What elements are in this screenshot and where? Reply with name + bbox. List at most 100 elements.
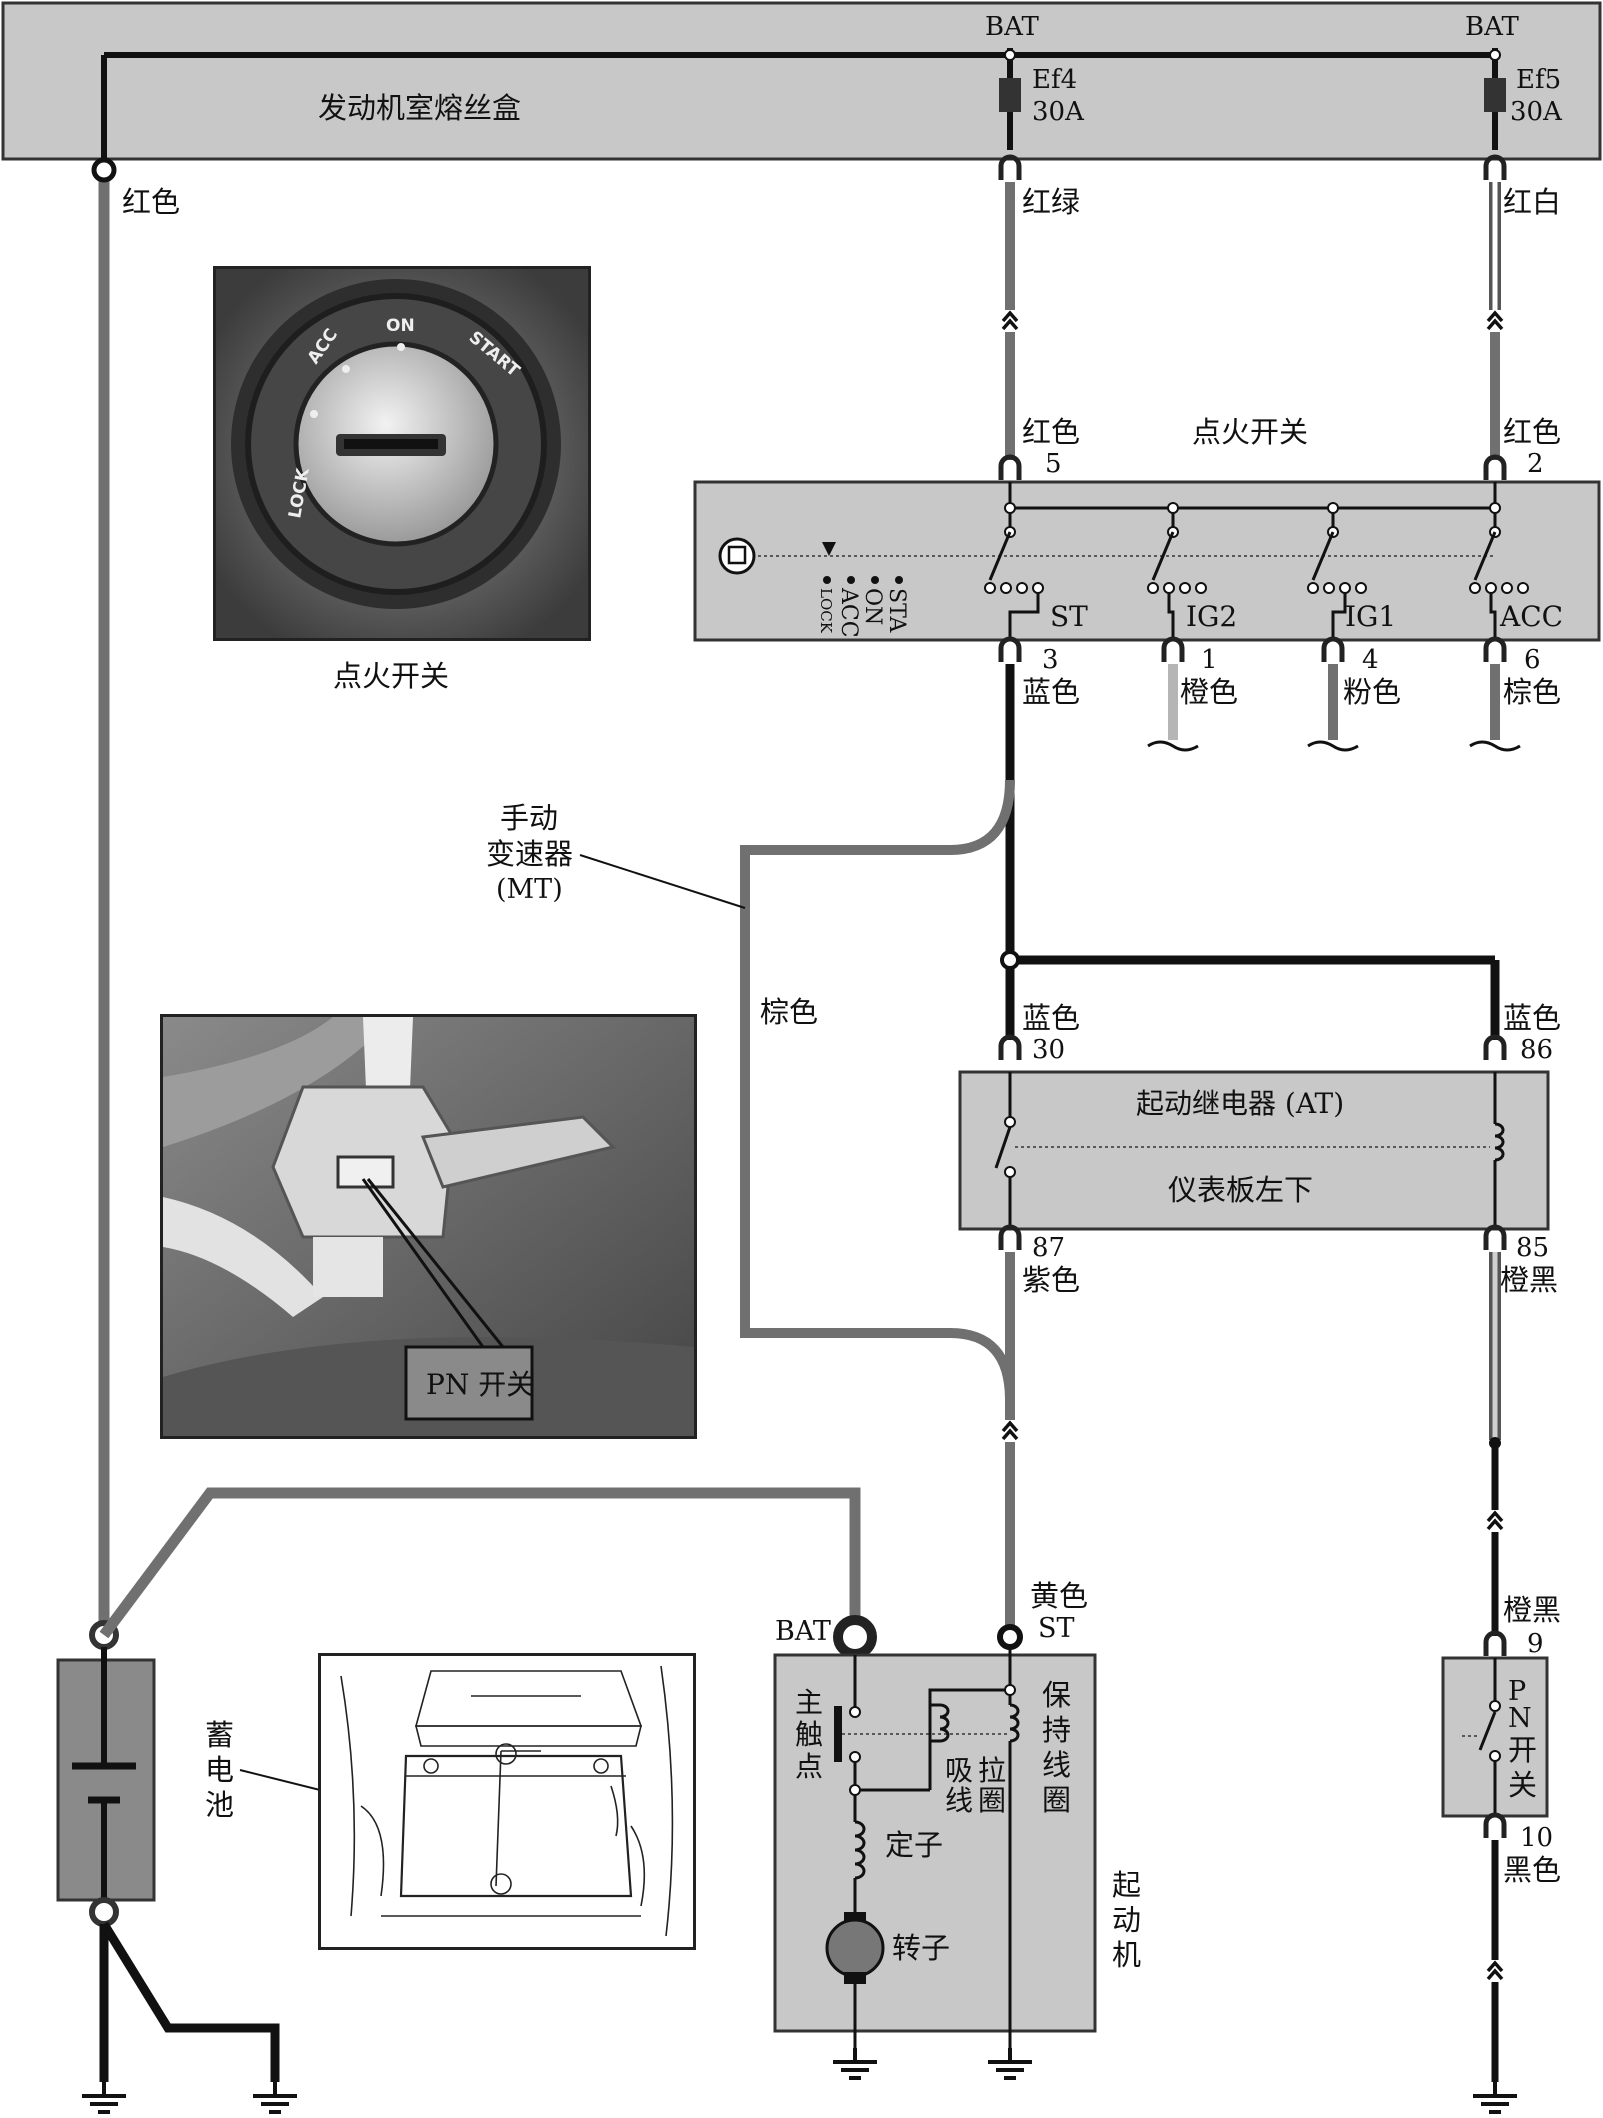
wire-label-hongse-5: 红色 bbox=[1022, 415, 1080, 449]
starter-label-ji: 机 bbox=[1112, 1938, 1141, 1972]
contact-label-acc: ACC bbox=[1499, 600, 1563, 633]
pin-2: 2 bbox=[1527, 449, 1544, 479]
battery-label-xu: 蓄 bbox=[205, 1718, 234, 1752]
pull-coil bbox=[939, 1703, 950, 1743]
ign-pos-acc: ACC bbox=[836, 587, 861, 638]
pin-4: 4 bbox=[1362, 645, 1379, 675]
wire-red-battery-starter bbox=[99, 1487, 861, 1639]
contact-ig2 bbox=[1147, 502, 1207, 640]
contact-label-ig1: IG1 bbox=[1345, 600, 1396, 633]
starter-box bbox=[773, 1653, 1097, 2033]
bat-right-label: BAT bbox=[1465, 12, 1519, 42]
hold-coil-xian: 线 bbox=[1042, 1748, 1071, 1782]
rotor-label: 转子 bbox=[892, 1931, 950, 1965]
pn-label-kai: 开 bbox=[1508, 1733, 1537, 1767]
wire-label-zongse-6: 棕色 bbox=[1503, 675, 1561, 709]
battery-label-chi: 池 bbox=[205, 1788, 234, 1822]
fuse-ef4 bbox=[999, 78, 1021, 112]
wire-label-chenghei-9: 橙黑 bbox=[1503, 1593, 1561, 1627]
main-contact-chu: 触 bbox=[795, 1718, 823, 1751]
fuse-ef4-label: Ef4 bbox=[1032, 65, 1077, 95]
photo-pn-switch: PN 开关 bbox=[160, 1014, 697, 1439]
pin-85: 85 bbox=[1516, 1233, 1549, 1263]
starter-relay-box bbox=[958, 1070, 1550, 1231]
photo-ring-on: ON bbox=[386, 316, 415, 336]
drawing-battery-location bbox=[318, 1653, 696, 1950]
bat-left-label: BAT bbox=[985, 12, 1039, 42]
fuse-ef5-amp: 30A bbox=[1510, 97, 1563, 127]
pull-coil-quan: 圈 bbox=[978, 1784, 1006, 1817]
wire-label-heise: 黑色 bbox=[1503, 1853, 1561, 1887]
starter-bat-terminal bbox=[833, 1615, 877, 1659]
pn-label-guan: 关 bbox=[1508, 1768, 1537, 1802]
contact-ig1 bbox=[1307, 502, 1367, 640]
wire-label-hongbai: 红白 bbox=[1503, 185, 1561, 219]
pin-3: 3 bbox=[1042, 645, 1059, 675]
starter-bat-label: BAT bbox=[775, 1616, 831, 1647]
relay-title: 起动继电器 (AT) bbox=[1136, 1087, 1344, 1120]
wire-label-chenghei-85: 橙黑 bbox=[1500, 1263, 1558, 1297]
contact-acc bbox=[1469, 502, 1529, 640]
ground-battery-2 bbox=[251, 2080, 299, 2114]
pin-9: 9 bbox=[1527, 1629, 1544, 1659]
fusebox-frame bbox=[1, 1, 1602, 161]
photo-pn-caption: PN 开关 bbox=[426, 1368, 534, 1401]
fuse-ef5 bbox=[1484, 78, 1506, 112]
wire-label-lanse-86: 蓝色 bbox=[1503, 1001, 1561, 1035]
photo-ignition-caption: 点火开关 bbox=[333, 659, 449, 693]
hold-coil-bao: 保 bbox=[1042, 1678, 1071, 1712]
battery-label-dian: 电 bbox=[205, 1753, 234, 1787]
pin-86: 86 bbox=[1520, 1035, 1553, 1065]
main-contact-zhu: 主 bbox=[795, 1686, 823, 1719]
starter-st-label: ST bbox=[1038, 1613, 1075, 1644]
wire-label-fense: 粉色 bbox=[1343, 675, 1401, 709]
wire-label-honglv: 红绿 bbox=[1022, 185, 1080, 219]
pn-label-p: P bbox=[1508, 1676, 1526, 1707]
ground-starter-1 bbox=[831, 2046, 879, 2080]
ground-starter-2 bbox=[986, 2046, 1034, 2080]
hold-coil-quan: 圈 bbox=[1042, 1783, 1071, 1817]
stator-label: 定子 bbox=[885, 1828, 943, 1862]
pin-87: 87 bbox=[1032, 1233, 1065, 1263]
ign-pos-sta: STA bbox=[884, 588, 909, 634]
pin-6: 6 bbox=[1524, 645, 1541, 675]
pin-10: 10 bbox=[1520, 1823, 1553, 1853]
ign-pos-on: ON bbox=[860, 588, 885, 625]
wire-label-chengse: 橙色 bbox=[1180, 675, 1238, 709]
wire-label-zongse-mt: 棕色 bbox=[760, 995, 818, 1029]
wire-label-zise: 紫色 bbox=[1022, 1263, 1080, 1297]
relay-coil bbox=[1494, 1122, 1505, 1162]
mt-label-line3: (MT) bbox=[496, 874, 563, 905]
contact-label-st: ST bbox=[1050, 600, 1088, 633]
pin-5: 5 bbox=[1045, 449, 1062, 479]
wire-label-lanse-3: 蓝色 bbox=[1022, 675, 1080, 709]
hold-coil bbox=[1009, 1703, 1020, 1743]
relay-location: 仪表板左下 bbox=[1168, 1173, 1313, 1207]
starter-label-qi: 起 bbox=[1112, 1868, 1141, 1902]
rotor-motor bbox=[825, 1918, 885, 1978]
contact-st bbox=[984, 502, 1044, 640]
wire-label-hongse-2: 红色 bbox=[1503, 415, 1561, 449]
pull-coil-la: 拉 bbox=[978, 1754, 1006, 1787]
wire-label-huangse: 黄色 bbox=[1030, 1579, 1088, 1613]
wire-zongse-mt bbox=[740, 779, 1015, 1401]
pin-1: 1 bbox=[1201, 645, 1218, 675]
contact-label-ig2: IG2 bbox=[1186, 600, 1237, 633]
pn-label-n: N bbox=[1508, 1703, 1532, 1734]
fuse-ef5-label: Ef5 bbox=[1516, 65, 1561, 95]
main-contact bbox=[834, 1706, 842, 1762]
hold-coil-chi: 持 bbox=[1042, 1713, 1071, 1747]
photo-ignition-switch: ACC ON START LOCK bbox=[213, 266, 591, 641]
fusebox-title: 发动机室熔丝盒 bbox=[318, 91, 521, 125]
ignition-switch-title: 点火开关 bbox=[1192, 415, 1308, 449]
stator-coil bbox=[854, 1820, 866, 1880]
wire-label-lanse-30: 蓝色 bbox=[1022, 1001, 1080, 1035]
mt-label-line2: 变速器 bbox=[486, 837, 573, 871]
pull-coil-xian: 线 bbox=[945, 1784, 973, 1817]
wire-label-hongse-left: 红色 bbox=[122, 185, 180, 219]
key-icon bbox=[718, 537, 756, 575]
starter-label-dong: 动 bbox=[1112, 1903, 1141, 1937]
fuse-ef4-amp: 30A bbox=[1032, 97, 1085, 127]
pin-30: 30 bbox=[1032, 1035, 1065, 1065]
